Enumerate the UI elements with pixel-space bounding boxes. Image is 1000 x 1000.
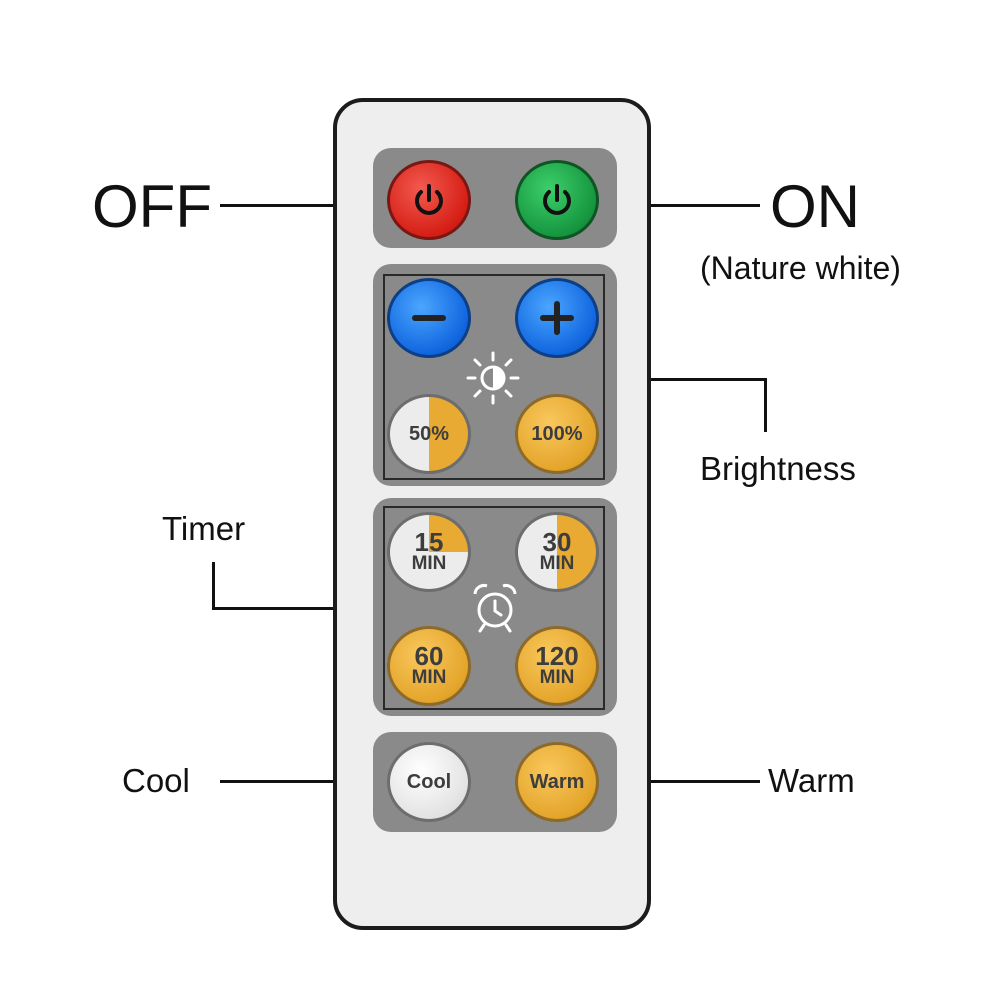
warm-button[interactable]: Warm [515,742,599,822]
power-icon [415,184,443,215]
warm-button-label: Warm [529,770,585,793]
timer-30-unit: MIN [539,553,575,574]
brightness-frame [383,274,605,480]
timer-15-number: 15 [414,527,444,557]
off-button[interactable] [387,160,471,240]
brightness-down-button[interactable] [387,278,471,358]
cool-label: Cool [122,762,190,799]
brightness-100-button[interactable]: 100% [515,394,599,474]
timer-15-unit: MIN [411,553,447,574]
cool-button[interactable]: Cool [387,742,471,822]
brightness-leader-v [764,378,767,432]
brightness-50-label: 50% [408,422,450,445]
timer-frame [383,506,605,710]
on-label: ON [770,173,860,240]
brightness-leader-h [598,378,766,381]
brightness-icon [466,351,520,405]
timer-120-unit: MIN [539,667,575,688]
warm-label: Warm [768,762,855,799]
timer-30-button[interactable]: 30 MIN [515,512,599,592]
on-leader-line [592,204,760,207]
timer-15-button[interactable]: 15 MIN [387,512,471,592]
timer-60-button[interactable]: 60 MIN [387,626,471,706]
timer-30-number: 30 [542,527,572,557]
cool-leader-line [220,780,388,783]
power-icon [543,184,571,215]
off-label: OFF [92,173,212,240]
remote-control: 50% 100% 15 MIN 30 MIN 60 MIN 120 MIN Co… [333,98,651,930]
timer-leader-h [212,607,378,610]
timer-60-unit: MIN [411,667,447,688]
brightness-up-button[interactable] [515,278,599,358]
timer-60-number: 60 [414,641,444,671]
minus-icon [412,315,446,321]
warm-leader-line [592,780,760,783]
cool-button-label: Cool [406,770,452,793]
on-note-label: (Nature white) [700,250,901,286]
timer-leader-v [212,562,215,610]
plus-icon [540,301,574,335]
brightness-100-label: 100% [531,422,583,445]
alarm-clock-icon [473,584,517,633]
timer-120-number: 120 [535,641,579,671]
brightness-label: Brightness [700,450,856,487]
brightness-50-button[interactable]: 50% [387,394,471,474]
on-button[interactable] [515,160,599,240]
timer-label: Timer [162,510,246,547]
off-leader-line [220,204,405,207]
timer-120-button[interactable]: 120 MIN [515,626,599,706]
